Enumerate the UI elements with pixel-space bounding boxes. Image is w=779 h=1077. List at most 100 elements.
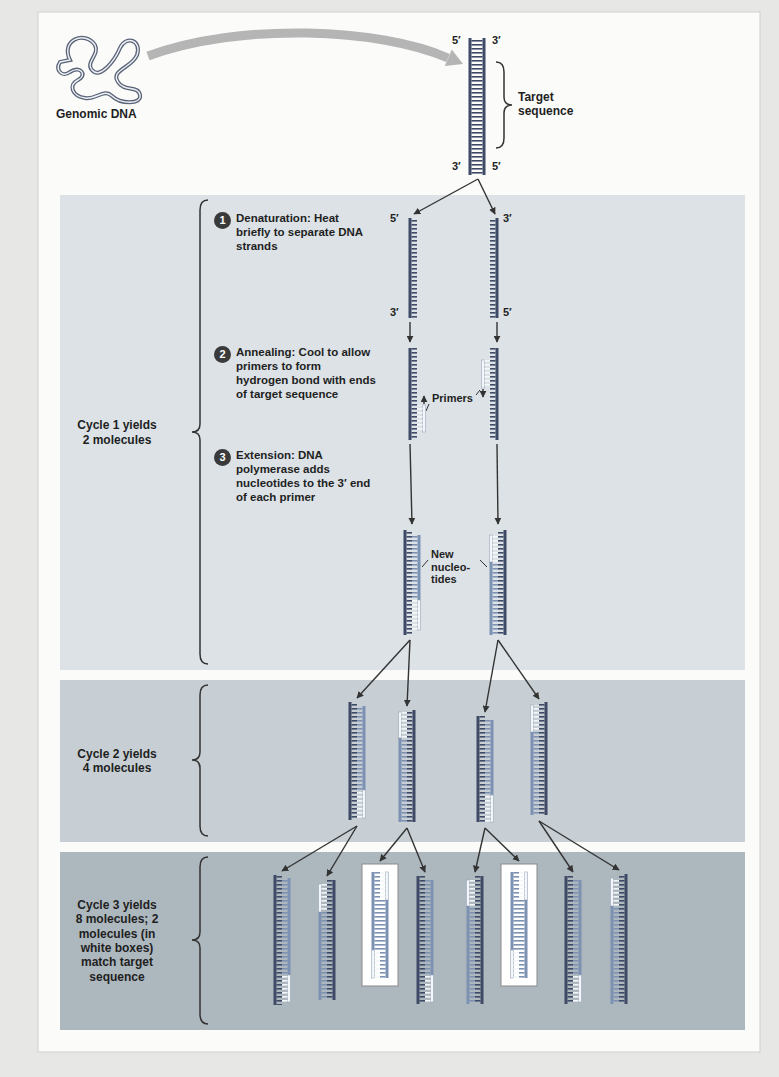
dna-molecule-part <box>431 880 434 975</box>
cycle-band: Cycle 1 yields 2 molecules <box>60 195 745 670</box>
dna-molecule-part <box>425 880 431 975</box>
leader-lines <box>422 390 487 567</box>
dna-strand <box>409 348 426 440</box>
dna-strand-part <box>490 348 496 440</box>
dna-molecule-part <box>477 716 480 822</box>
dna-molecule-part <box>349 702 352 820</box>
strand-end-label: 5′ <box>492 160 501 173</box>
dna-molecule-part <box>372 950 375 978</box>
dna-molecule-part <box>386 900 389 978</box>
dna-molecule-part <box>475 876 481 1004</box>
leader-lines-part <box>476 390 480 395</box>
dna-strand-part <box>409 218 412 318</box>
dna-molecule-part <box>357 790 363 818</box>
dna-molecule-part <box>579 975 582 1002</box>
dna-strand-part <box>417 405 423 432</box>
target-bracket <box>496 62 512 148</box>
dna-strand-part <box>423 405 426 432</box>
dna-molecule-part <box>467 906 470 1004</box>
dna-molecule-part <box>491 720 494 795</box>
dna-molecule-part <box>274 875 277 1005</box>
dna-molecule-part <box>425 975 431 1002</box>
dna-molecule <box>469 38 486 175</box>
flow-arrows-part <box>478 179 495 214</box>
target-boxes <box>362 864 537 986</box>
dna-molecule-part <box>534 705 540 732</box>
dna-strand <box>490 218 499 318</box>
dna-strand-part <box>412 348 418 440</box>
dna-molecule-part <box>380 900 386 978</box>
flow-arrows-part <box>485 828 519 861</box>
flow-arrows-part <box>485 640 498 712</box>
dna-molecule-part <box>525 900 528 978</box>
dna-molecule-part <box>375 872 381 950</box>
dna-molecule <box>404 530 421 635</box>
flow-arrows-part <box>423 396 424 404</box>
genomic-dna-squiggle-part <box>58 38 140 102</box>
genomic-dna-squiggle <box>58 38 140 102</box>
dna-molecule <box>565 876 582 1004</box>
dna-molecule-part <box>519 872 525 900</box>
flow-arrows-part <box>327 826 357 876</box>
dna-molecule-part <box>402 738 408 822</box>
strand-end-label: 5′ <box>503 306 512 319</box>
dna-molecule-part <box>418 535 421 600</box>
dna-molecule-part <box>322 912 328 1000</box>
step-text: Annealing: Cool to allow primers to form… <box>236 345 376 401</box>
step-number: 1 <box>214 212 231 229</box>
flow-arrows-part <box>410 444 412 524</box>
flow-arrows-part <box>497 444 498 524</box>
dna-molecule-part <box>352 702 358 820</box>
dna-molecule-part <box>493 535 499 562</box>
strand-end-label: 3′ <box>452 160 461 173</box>
flow-arrows-part <box>475 828 485 872</box>
dna-molecule-part <box>319 884 322 912</box>
dna-molecule <box>511 872 528 978</box>
dna-molecule-part <box>485 795 491 822</box>
dna-molecule <box>319 880 336 1000</box>
genomic-dna-label: Genomic DNA <box>56 108 137 122</box>
dna-molecule-part <box>611 878 614 906</box>
dna-molecule-part <box>322 884 328 912</box>
extraction-arrow <box>148 33 463 66</box>
dna-molecule-part <box>514 950 520 978</box>
dna-molecule <box>372 872 389 978</box>
dna-molecule-part <box>477 38 483 175</box>
dna-molecule-part <box>402 712 408 738</box>
dna-strand-part <box>485 360 491 388</box>
dna-molecule-part <box>470 880 476 906</box>
dna-molecule-part <box>412 535 418 600</box>
dna-molecule-part <box>565 876 568 1004</box>
step-number: 2 <box>214 346 231 363</box>
flow-arrows-part <box>496 322 497 342</box>
dna-molecule-part <box>568 876 574 1004</box>
dna-strand-part <box>412 218 418 318</box>
dna-molecule-part <box>519 900 525 978</box>
dna-molecule-part <box>573 880 579 975</box>
dna-molecule-part <box>333 880 336 1000</box>
dna-molecule <box>399 710 416 822</box>
dna-molecule <box>490 530 507 635</box>
extraction-arrow-part <box>148 33 448 58</box>
leader-lines-part <box>426 404 429 411</box>
cycle-brackets <box>192 200 208 1024</box>
dna-molecule-part <box>511 950 514 978</box>
strand-end-label: 3′ <box>503 212 512 225</box>
dna-molecule-part <box>399 712 402 738</box>
dna-molecule-part <box>288 878 291 975</box>
target-boxes-part <box>362 864 398 986</box>
leader-lines-part <box>480 560 487 567</box>
cycle-label: Cycle 3 yields 8 molecules; 2 molecules … <box>75 898 159 984</box>
flow-arrows-part <box>357 640 410 698</box>
step-text: Extension: DNA polymerase adds nucleotid… <box>236 448 376 504</box>
dna-molecule-part <box>357 706 363 790</box>
flow-arrows-part <box>498 640 539 699</box>
dna-molecule-part <box>573 975 579 1002</box>
dna-molecule-part <box>611 906 614 1004</box>
dna-molecule-part <box>420 876 426 1004</box>
dna-strand <box>482 348 499 440</box>
dna-molecule-part <box>282 878 288 975</box>
dna-molecule-part <box>625 874 628 1004</box>
flow-arrows-part <box>282 826 357 871</box>
target-label: Target sequence <box>518 91 588 119</box>
